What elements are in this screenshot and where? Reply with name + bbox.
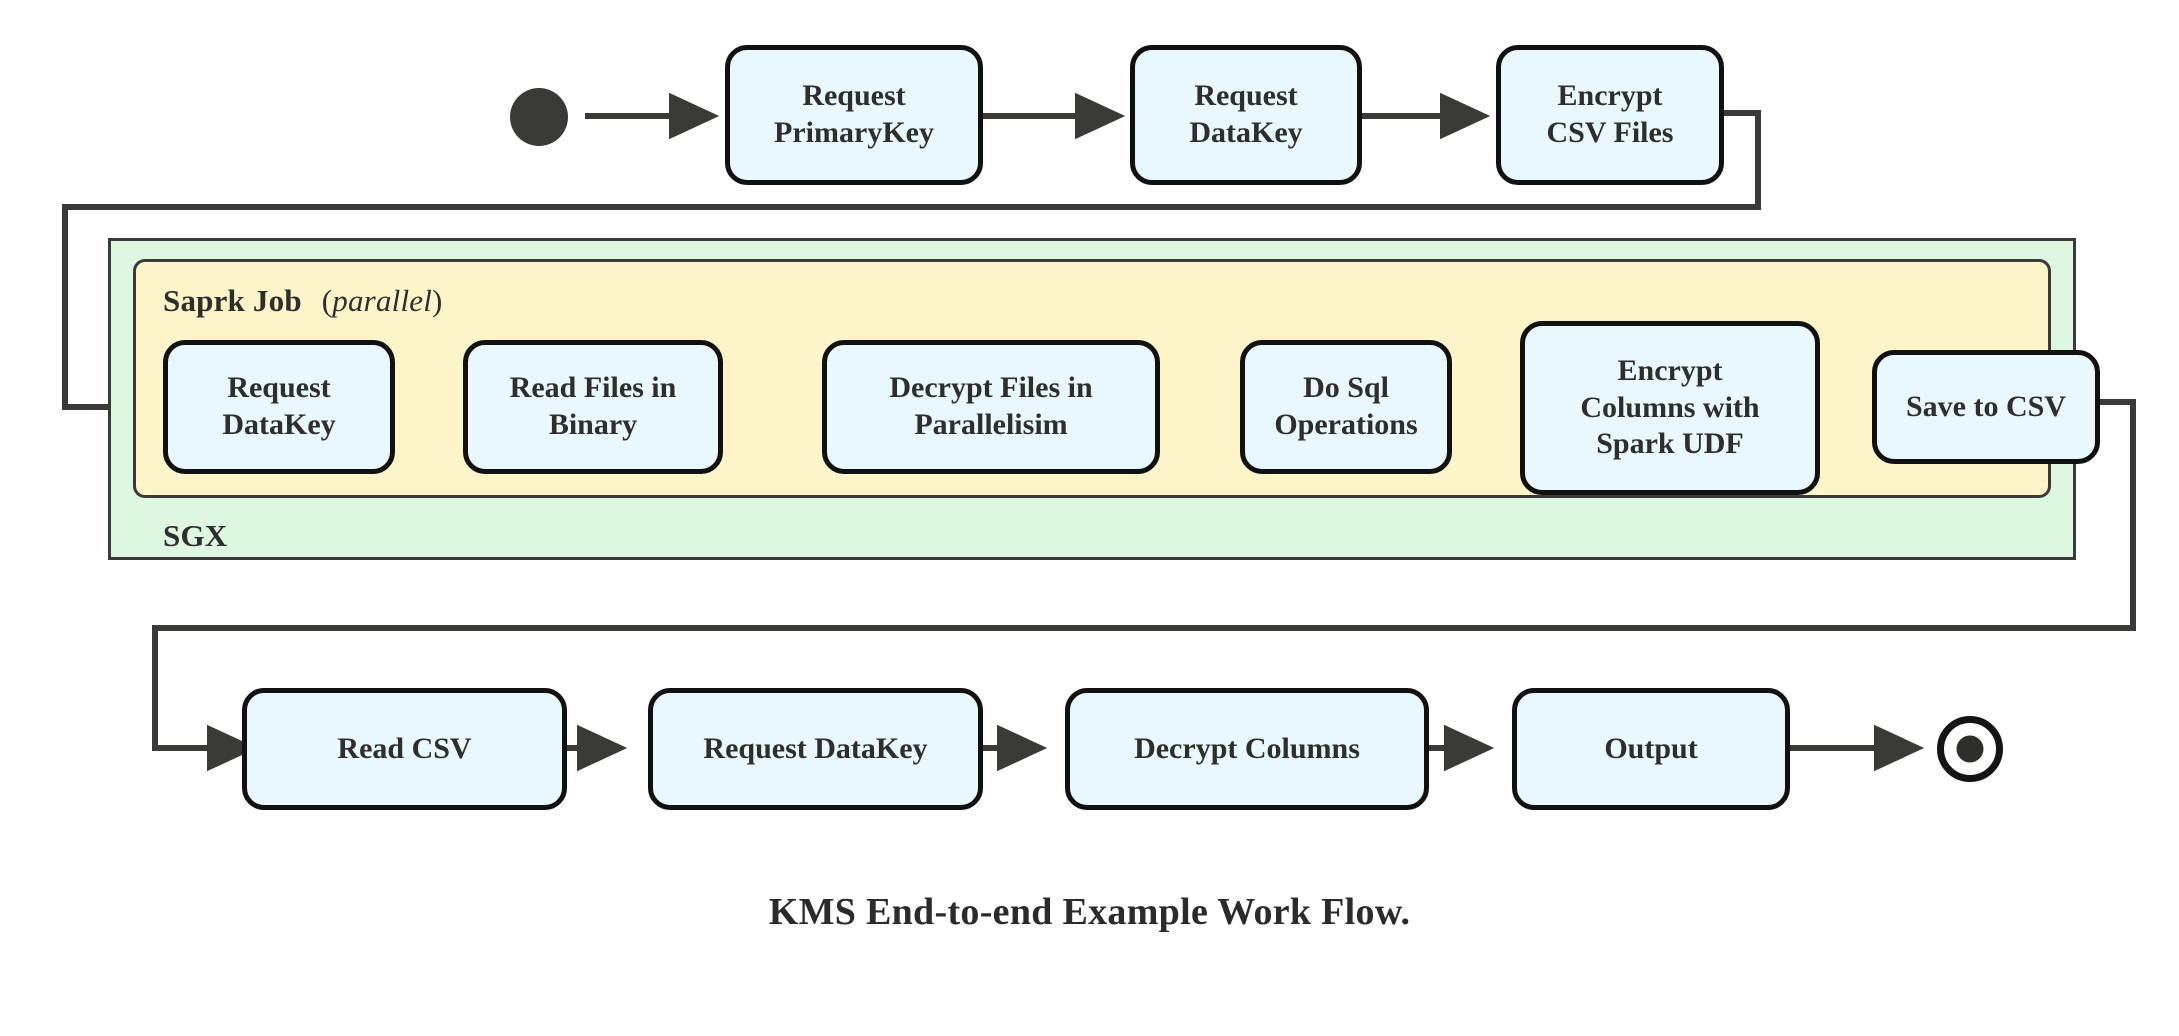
start-node: [510, 88, 568, 146]
node-decrypt-files-in-parallelisim[interactable]: Decrypt Files in Parallelisim: [822, 340, 1160, 474]
node-decrypt-columns-label: Decrypt Columns: [1134, 731, 1360, 765]
node-request-datakey-spark[interactable]: Request DataKey: [163, 340, 395, 474]
node-save-to-csv-label: Save to CSV: [1905, 389, 2066, 423]
node-encrypt-csv-files-label: Encrypt CSV Files: [1546, 79, 1674, 149]
node-do-sql-operations-label: Do Sql Operations: [1274, 371, 1418, 441]
node-read-files-in-binary[interactable]: Read Files in Binary: [463, 340, 723, 474]
node-encrypt-columns-with-spark-udf-label: Encrypt Columns with Spark UDF: [1580, 354, 1760, 461]
node-encrypt-csv-files[interactable]: Encrypt CSV Files: [1496, 45, 1724, 185]
node-read-csv[interactable]: Read CSV: [242, 688, 567, 810]
node-output-label: Output: [1604, 731, 1698, 765]
node-read-csv-label: Read CSV: [337, 731, 472, 765]
diagram-caption: KMS End-to-end Example Work Flow.: [768, 891, 1411, 933]
node-decrypt-files-in-parallelisim-label: Decrypt Files in Parallelisim: [889, 371, 1093, 441]
node-request-datakey-bottom-label: Request DataKey: [703, 731, 928, 765]
node-request-primarykey-label: Request PrimaryKey: [774, 79, 934, 149]
node-request-datakey-bottom[interactable]: Request DataKey: [648, 688, 983, 810]
node-decrypt-columns[interactable]: Decrypt Columns: [1065, 688, 1429, 810]
node-request-datakey-top[interactable]: Request DataKey: [1130, 45, 1362, 185]
region-spark-job-label-main: Saprk Job: [163, 283, 302, 318]
node-request-datakey-spark-label: Request DataKey: [222, 371, 336, 441]
node-read-files-in-binary-label: Read Files in Binary: [509, 371, 677, 441]
node-save-to-csv[interactable]: Save to CSV: [1872, 350, 2100, 464]
region-spark-job-label: Saprk Job (parallel): [163, 283, 443, 319]
node-do-sql-operations[interactable]: Do Sql Operations: [1240, 340, 1452, 474]
node-request-primarykey[interactable]: Request PrimaryKey: [725, 45, 983, 185]
node-request-datakey-top-label: Request DataKey: [1189, 79, 1303, 149]
end-node: [1937, 716, 2003, 782]
region-spark-job-label-paren: (parallel): [321, 283, 443, 318]
node-encrypt-columns-with-spark-udf[interactable]: Encrypt Columns with Spark UDF: [1520, 321, 1820, 495]
node-output[interactable]: Output: [1512, 688, 1790, 810]
region-sgx-label: SGX: [163, 518, 228, 553]
